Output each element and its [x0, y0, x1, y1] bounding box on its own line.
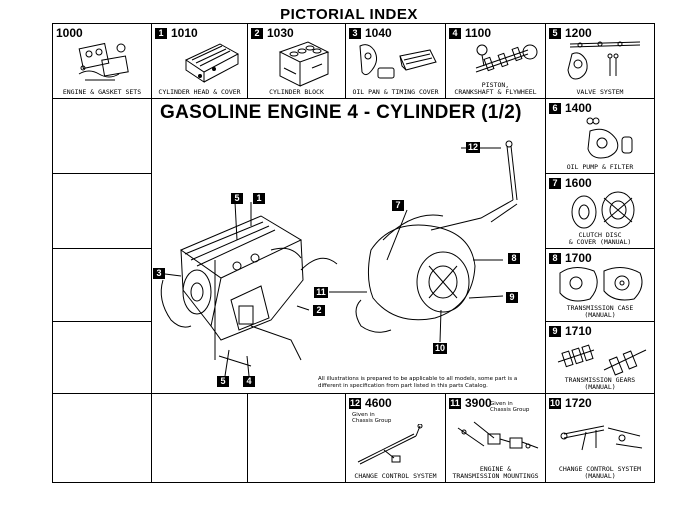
empty-cell [52, 98, 152, 174]
page-title: PICTORIAL INDEX [280, 6, 418, 23]
cell-caption: CHANGE CONTROL SYSTEM [354, 472, 437, 480]
footnote: All illustrations is prepared to be appl… [318, 376, 518, 389]
empty-cell [247, 393, 346, 483]
transmission-gears-illustration [557, 344, 647, 376]
change-control-illustration [357, 424, 423, 465]
clutch-disc-illustration [571, 191, 635, 229]
cell-caption: PISTON, CRANKSHAFT & FLYWHEEL [454, 81, 537, 96]
oil-pan-illustration [359, 44, 437, 79]
crankshaft-illustration [475, 44, 538, 73]
empty-cell [52, 321, 152, 394]
callout-9: 9 [506, 292, 518, 303]
callout-8: 8 [508, 253, 520, 264]
callout-5b: 5 [217, 376, 229, 387]
cylinder-block-illustration [278, 41, 330, 87]
callout-2: 2 [313, 305, 325, 316]
empty-cell [52, 173, 152, 249]
cell-note: Given in Chassis Group [490, 401, 530, 413]
mountings-illustration [457, 421, 539, 449]
callout-5: 5 [231, 193, 243, 204]
cell-number: 1000 [56, 26, 83, 40]
gasket-set-illustration [78, 42, 129, 81]
cell-note: Given in Chassis Group [352, 412, 392, 424]
cell-caption: CHANGE CONTROL SYSTEM (MANUAL) [558, 465, 642, 480]
transmission-case-illustration [559, 267, 643, 302]
empty-cell [151, 393, 248, 483]
cylinder-head-illustration [184, 43, 240, 83]
cell-caption: OIL PAN & TIMING COVER [352, 88, 439, 96]
cell-caption: TRANSMISSION CASE (MANUAL) [566, 304, 634, 319]
main-title: GASOLINE ENGINE 4 - CYLINDER (1/2) [160, 102, 522, 123]
cell-caption: VALVE SYSTEM [576, 88, 624, 96]
cell-caption: ENGINE & GASKET SETS [62, 88, 142, 96]
empty-cell [52, 393, 152, 483]
cell-caption: CYLINDER BLOCK [269, 88, 324, 96]
callout-3: 3 [153, 268, 165, 279]
callout-7: 7 [392, 200, 404, 211]
shift-linkage-illustration [560, 425, 643, 451]
callout-4: 4 [243, 376, 255, 387]
cell-caption: CYLINDER HEAD & COVER [158, 88, 241, 96]
cell-caption: OIL PUMP & FILTER [566, 163, 634, 171]
empty-cell [52, 248, 152, 322]
index-cell-1000[interactable]: 1000 ENGINE & GASKET SETS [52, 23, 152, 99]
cell-caption: ENGINE & TRANSMISSION MOUNTINGS [452, 465, 539, 480]
callout-11: 11 [314, 287, 328, 298]
callout-1: 1 [253, 193, 265, 204]
valve-system-illustration [567, 41, 641, 80]
callout-10: 10 [433, 343, 447, 354]
oil-pump-illustration [586, 117, 633, 159]
cell-caption: TRANSMISSION GEARS (MANUAL) [564, 376, 636, 391]
cell-caption: CLUTCH DISC & COVER (MANUAL) [568, 231, 632, 246]
callout-12: 12 [466, 142, 480, 153]
engine-assembly-illustration [160, 140, 518, 377]
